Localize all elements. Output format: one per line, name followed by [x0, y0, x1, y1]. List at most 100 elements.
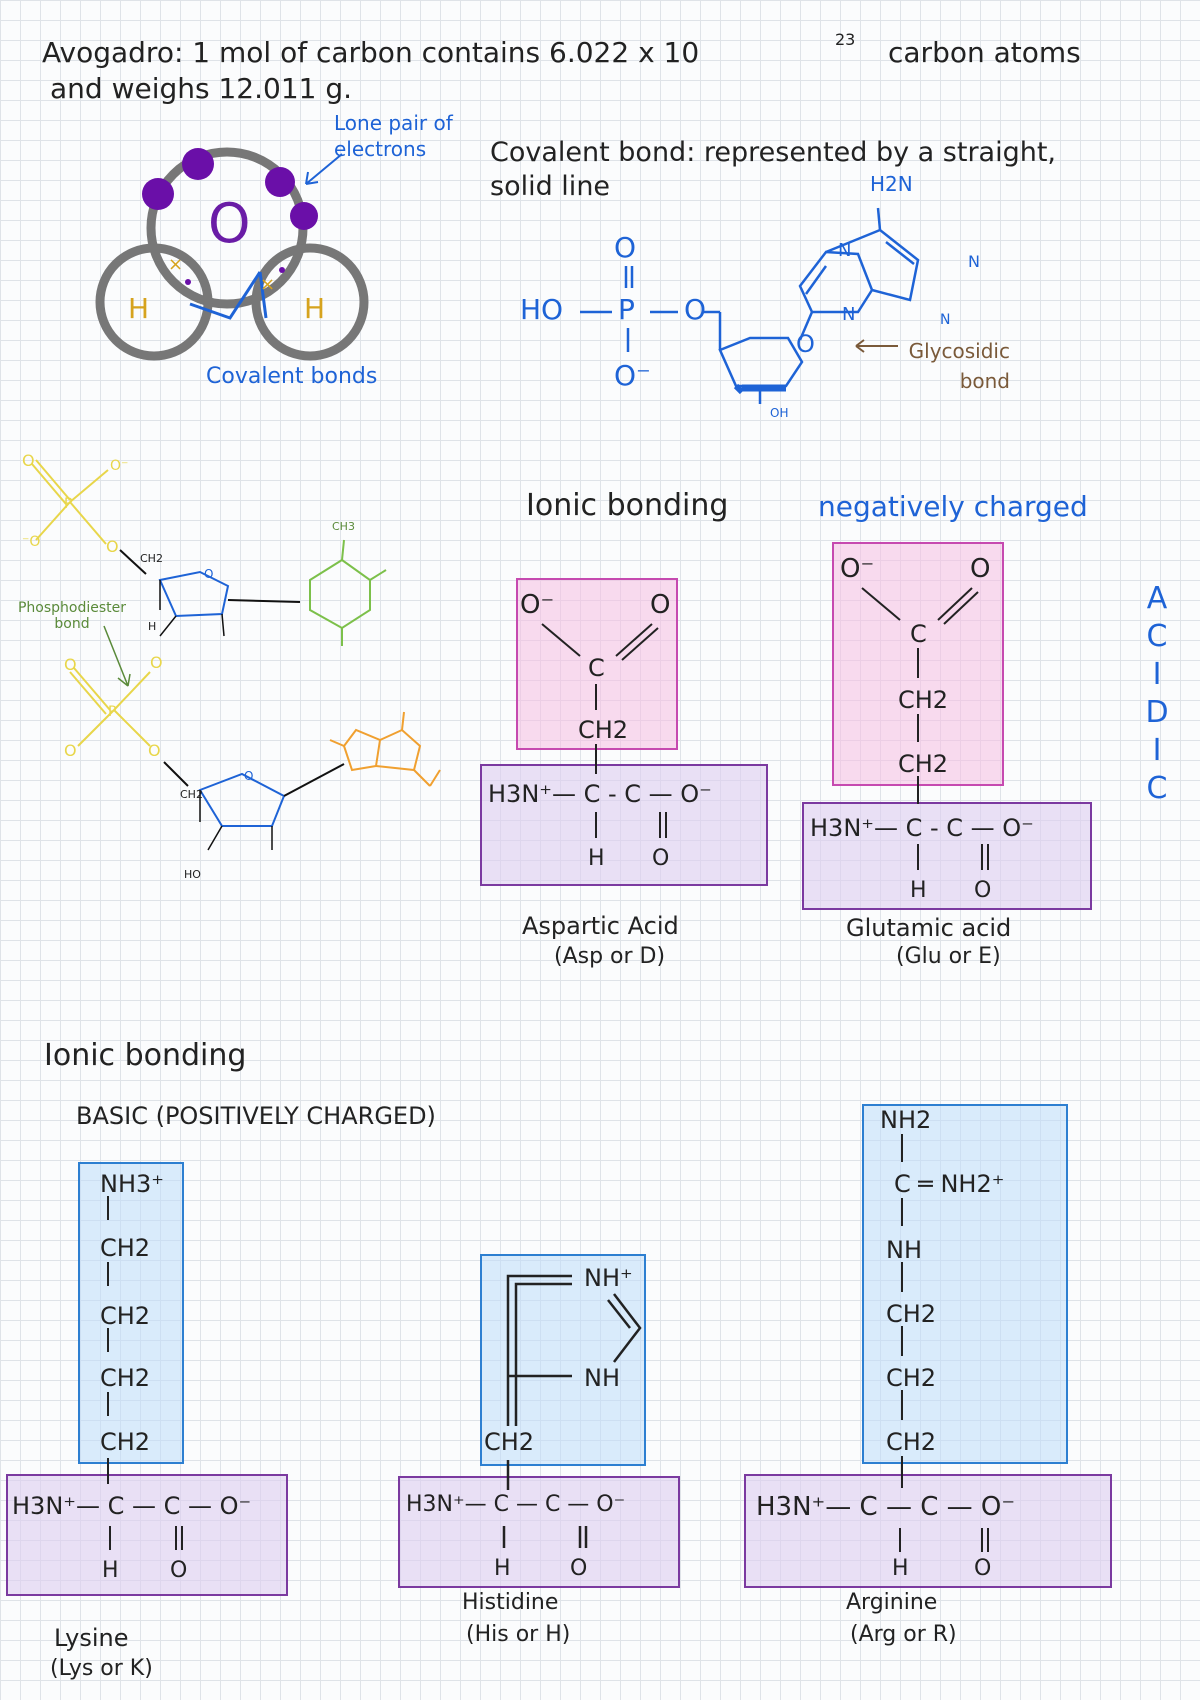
arginine-abbr: (Arg or R): [850, 1622, 957, 1647]
acidic-letter: I: [1152, 657, 1162, 692]
histidine-backbone-box: [398, 1476, 680, 1588]
lysine-ch2: CH2: [100, 1428, 151, 1456]
lysine-bonds: [107, 1196, 183, 1550]
amine-group: H2N: [870, 172, 913, 196]
glutamic-h: H: [910, 878, 927, 903]
sugar2-ho: HO: [184, 868, 201, 881]
aspartic-bonds: [541, 623, 667, 838]
svg-text:O: O: [106, 537, 119, 556]
covalent-bonds-label: Covalent bonds: [206, 364, 378, 389]
lysine-nh3: NH3⁺: [100, 1170, 164, 1198]
glutamic-backbone: H3N⁺— C - C — O⁻: [810, 814, 1034, 842]
water-molecule-drawing: × ×: [95, 147, 369, 361]
glutamic-name: Glutamic acid: [846, 914, 1012, 942]
phosphodiester-arrow: [103, 625, 131, 687]
basic-section-subtitle: BASIC (POSITIVELY CHARGED): [76, 1102, 436, 1130]
histidine-abbr: (His or H): [466, 1622, 571, 1647]
arginine-backbone: H3N⁺— C — C — O⁻: [756, 1492, 1016, 1522]
lysine-backbone-box: [6, 1474, 288, 1596]
arginine-side-chain-box: [862, 1104, 1068, 1464]
acidic-letter: C: [1146, 619, 1168, 654]
aspartic-h: H: [588, 846, 605, 871]
acidic-section-title: Ionic bonding: [526, 488, 729, 523]
lysine-abbr: (Lys or K): [50, 1656, 153, 1681]
arginine-bonds: [899, 1134, 989, 1552]
aspartic-o: O: [650, 590, 671, 620]
ribose-oh: OH: [770, 406, 789, 420]
lysine-ch2: CH2: [100, 1234, 151, 1262]
arginine-backbone-box: [744, 1474, 1112, 1588]
water-oxygen: O: [208, 192, 251, 255]
sugar2-ch2: CH2: [180, 788, 203, 801]
arginine-h: H: [892, 1556, 909, 1581]
dna-p-top: P: [64, 496, 72, 512]
aspartic-name: Aspartic Acid: [522, 912, 679, 940]
lone-pair-label: Lone pair of electrons: [334, 111, 453, 161]
histidine-name: Histidine: [462, 1590, 559, 1615]
aspartic-side-chain-box: [516, 578, 678, 750]
purine-n4: N: [842, 304, 856, 325]
avogadro-line1: Avogadro: 1 mol of carbon contains 6.022…: [42, 36, 700, 69]
svg-text:×: ×: [260, 274, 275, 295]
glutamic-o-bottom: O: [974, 878, 992, 903]
arginine-ch2: CH2: [886, 1364, 937, 1392]
phosphodiester-label: Phosphodiester bond: [17, 600, 127, 632]
lysine-backbone: H3N⁺— C — C — O⁻: [12, 1492, 252, 1520]
purine-n3: N: [940, 312, 951, 328]
svg-text:O: O: [64, 655, 77, 674]
lysine-ch2: CH2: [100, 1302, 151, 1330]
glutamic-backbone-box: [802, 802, 1092, 910]
histidine-o: O: [570, 1556, 588, 1581]
histidine-nh: NH: [584, 1364, 620, 1392]
histidine-nh-plus: NH⁺: [584, 1264, 633, 1292]
aspartic-abbr: (Asp or D): [554, 944, 666, 969]
svg-text:O: O: [64, 741, 77, 760]
aspartic-backbone-box: [480, 764, 768, 886]
acidic-letter: A: [1146, 581, 1168, 616]
histidine-bonds: [502, 1274, 642, 1548]
acidic-vertical-label: A C I D I C: [1142, 580, 1172, 808]
avogadro-line1-end: carbon atoms: [888, 36, 1081, 69]
glutamic-abbr: (Glu or E): [896, 944, 1001, 969]
sugar1-ch2: CH2: [140, 552, 163, 565]
arginine-ch2: CH2: [886, 1428, 937, 1456]
negatively-charged-label: negatively charged: [818, 490, 1088, 523]
svg-text:O: O: [22, 451, 35, 470]
thymine-ch3: CH3: [332, 520, 355, 533]
lone-pair-arrow: [305, 153, 343, 185]
histidine-backbone: H3N⁺— C — C — O⁻: [406, 1492, 626, 1517]
arginine-nh: NH: [886, 1236, 922, 1264]
purine-n2: N: [968, 252, 980, 271]
arginine-c-nh2: C ═ NH2⁺: [894, 1170, 1005, 1198]
glutamic-o-minus: O⁻: [840, 554, 875, 584]
lysine-h: H: [102, 1558, 119, 1583]
glutamic-o: O: [970, 554, 991, 584]
arginine-ch2: CH2: [886, 1300, 937, 1328]
avogadro-exponent: 23: [835, 30, 856, 49]
basic-section-title: Ionic bonding: [44, 1038, 247, 1073]
aspartic-backbone: H3N⁺— C - C — O⁻: [488, 780, 712, 808]
water-hydrogen-right: H: [304, 292, 326, 325]
acidic-letter: I: [1152, 733, 1162, 768]
glutamic-bonds: [861, 587, 989, 870]
covalent-title: Covalent bond: represented by a straight…: [490, 137, 1057, 202]
phosphate-o-minus: O⁻: [614, 359, 651, 392]
svg-text:O: O: [244, 769, 253, 783]
histidine-h: H: [494, 1556, 511, 1581]
svg-text:⁻O: ⁻O: [22, 534, 40, 550]
arginine-nh2: NH2: [880, 1106, 932, 1134]
histidine-ch2: CH2: [484, 1428, 535, 1456]
glutamic-ch2-b: CH2: [898, 750, 949, 778]
glycosidic-arrow: [855, 339, 898, 353]
acidic-letter: C: [1146, 771, 1168, 806]
avogadro-line2: and weighs 12.011 g.: [50, 72, 353, 105]
nucleotide-bonds: [580, 207, 920, 404]
aspartic-c: C: [588, 654, 605, 682]
water-hydrogen-left: H: [128, 292, 150, 325]
svg-text:O: O: [150, 653, 163, 672]
svg-text:O: O: [204, 567, 213, 581]
arginine-name: Arginine: [846, 1590, 938, 1615]
arginine-o: O: [974, 1556, 992, 1581]
dna-backbone-drawing: O O⁻ ⁻O O P O O O O O P O: [22, 451, 441, 851]
lysine-side-chain-box: [78, 1162, 184, 1464]
